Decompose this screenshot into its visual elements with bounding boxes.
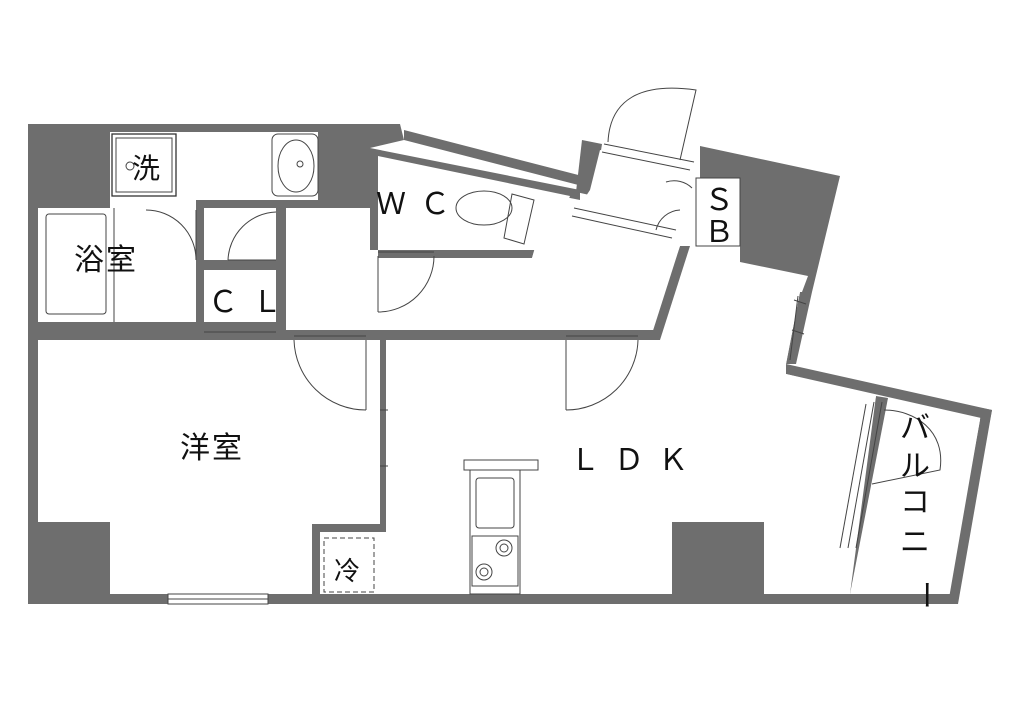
ldk-label: ＬＤＫ [570,443,702,478]
western-label: 洋室 [180,431,244,466]
balcony-label-3: コ [900,485,932,520]
stove-burner-icon [475,563,493,581]
ldk-room: ＬＤＫ [380,292,876,594]
door-swing-icon [607,87,697,161]
cl-label: ＣＬ [208,285,296,320]
sb-label-bottom: Ｂ [704,215,736,250]
sink-icon [277,139,315,193]
stove-burner-icon [495,539,513,557]
bathroom: 浴室 [38,208,197,322]
balcony: バ ル コ ニ ー [839,400,980,612]
door-swing-icon [293,339,367,411]
wash-label: 洗 [132,152,162,185]
western-room: 洋室 [38,335,380,605]
balcony-label-1: バ [900,411,932,446]
kitchen [463,459,539,595]
wash-area: 洗 [110,132,319,261]
wc-room: ＷＣ [376,156,570,250]
door-swing-icon [227,211,277,261]
door-swing-icon [145,209,197,261]
door-swing-icon [377,255,435,313]
washer-drain-icon [125,161,135,171]
wc-label: ＷＣ [376,187,464,222]
fridge-label: 冷 [334,557,362,587]
balcony-label-4: ニ [900,525,932,560]
toilet-icon [455,190,513,226]
door-swing-icon [565,339,639,411]
balcony-label-2: ル [900,449,932,484]
vanity [271,133,319,197]
closet: ＣＬ [204,270,296,374]
door-swing-icon [871,409,942,485]
washer-pan [111,133,177,197]
fridge-space: 冷 [320,532,380,594]
balcony-label-5: ー [907,580,942,612]
sb-label-top: Ｓ [704,183,736,218]
kitchen-sink [475,477,515,529]
bath-label: 浴室 [74,243,138,278]
entrance: Ｓ Ｂ [571,87,741,250]
bathtub-icon [45,213,107,315]
corridor [286,200,680,330]
